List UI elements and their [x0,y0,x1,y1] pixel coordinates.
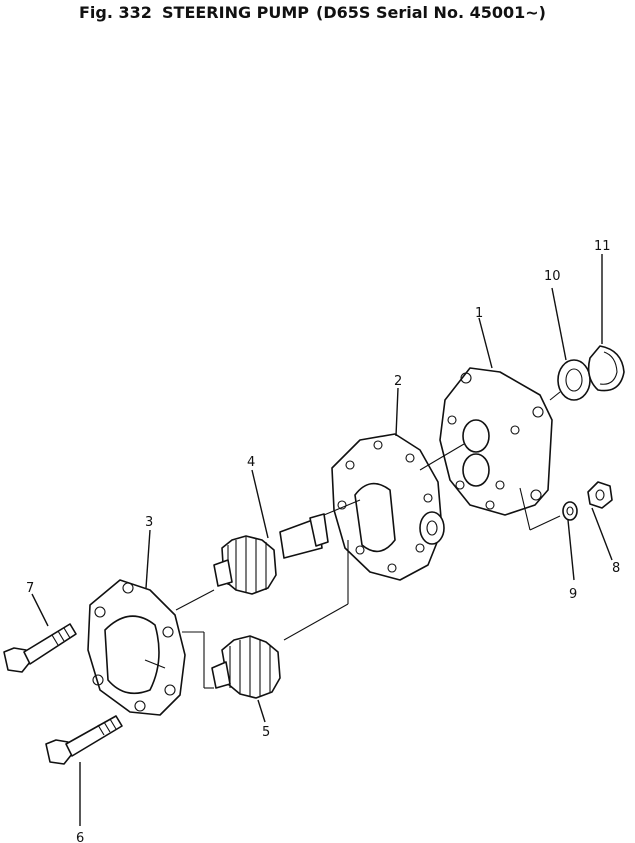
callout-6: 6 [76,831,84,843]
part-bolt-upper [3,623,77,673]
figure-serial-range: (D65S Serial No. 45001~) [316,3,546,22]
figure-title: Fig. 332 STEERING PUMP (D65S Serial No. … [0,0,635,28]
callout-2: 2 [394,374,402,389]
figure-number: Fig. 332 [79,3,152,22]
part-front-cover [87,579,186,716]
part-bolt-lower [45,715,123,765]
part-driven-gear [211,635,281,699]
figure-part-name: STEERING PUMP [162,3,310,22]
part-seal [557,359,591,401]
callout-4: 4 [247,455,255,470]
part-pump-body [331,433,445,581]
callout-8: 8 [612,561,620,576]
leader-lines [31,254,613,826]
callout-7: 7 [26,581,34,596]
part-washer [562,501,578,521]
part-nut [587,481,613,509]
callout-labels: 1 2 3 4 5 6 7 8 9 10 11 [26,239,620,843]
callout-1: 1 [475,306,483,321]
callout-11: 11 [594,239,611,254]
callout-10: 10 [544,269,561,284]
callout-9: 9 [569,587,577,602]
part-snap-ring [587,345,625,392]
callout-3: 3 [145,515,153,530]
part-drive-gear [213,513,329,595]
callout-5: 5 [262,725,270,740]
part-rear-bracket [439,367,553,516]
